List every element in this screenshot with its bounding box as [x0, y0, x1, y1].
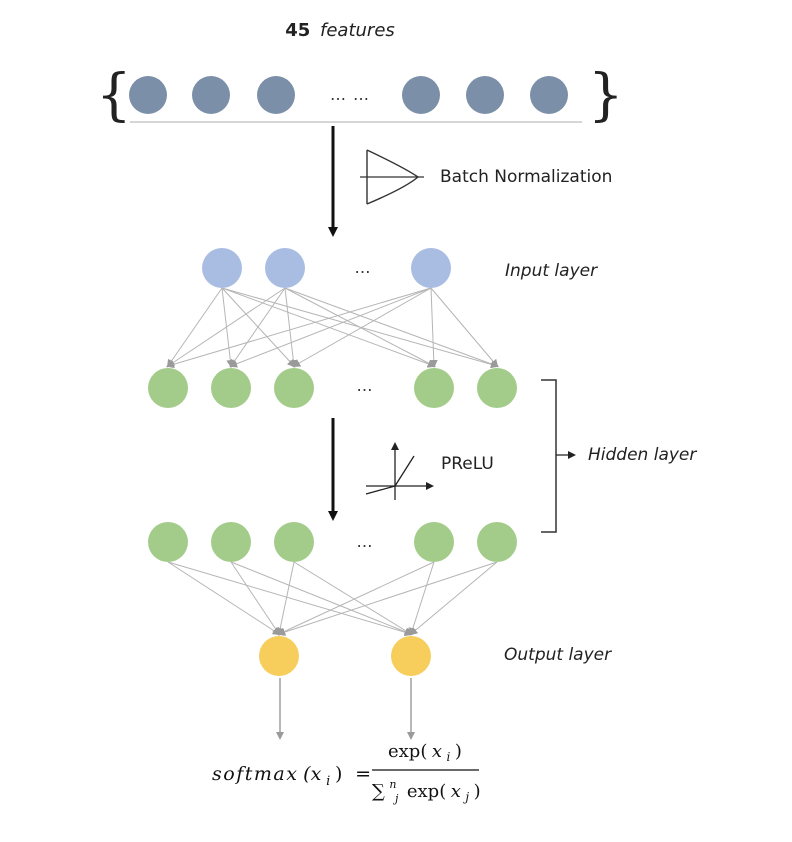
formula-num-func: exp(	[388, 741, 427, 762]
hidden-2-ellipsis: …	[357, 532, 374, 551]
hidden-node	[148, 368, 188, 408]
edge-line	[221, 287, 436, 368]
feature-node	[192, 76, 230, 114]
softmax-formula: softmax (x i ) = exp( x i ) ∑ n j exp( x…	[212, 741, 481, 806]
prelu-icon	[365, 442, 434, 500]
formula-lhs-close: )	[335, 763, 342, 785]
svg-text:exp( x i ): exp( x i )	[388, 741, 462, 765]
hidden-layer-bracket	[541, 379, 557, 533]
hidden-node	[274, 522, 314, 562]
hidden-node	[211, 522, 251, 562]
feature-nodes	[129, 76, 568, 114]
edge-line	[229, 287, 286, 368]
edges-hidden-to-output	[167, 561, 498, 637]
input-layer-nodes	[202, 248, 451, 288]
feature-ellipsis: … …	[330, 85, 370, 104]
hidden-layer-1-nodes	[148, 368, 517, 408]
hidden-node	[414, 368, 454, 408]
edge-line	[429, 287, 438, 368]
features-count: 45	[285, 20, 310, 41]
batch-norm-label: Batch Normalization	[440, 167, 612, 187]
hidden-node	[477, 522, 517, 562]
edge-line	[409, 561, 498, 636]
formula-lhs-func: softmax	[212, 763, 298, 785]
edge-line	[430, 287, 499, 368]
hidden-node	[414, 522, 454, 562]
edge-line	[166, 287, 432, 369]
edge-line	[277, 561, 498, 636]
output-layer-label: Output layer	[504, 645, 612, 665]
formula-den-close: )	[474, 781, 481, 802]
formula-den-sup: n	[389, 778, 396, 791]
formula-den-var: x	[451, 781, 461, 802]
hidden-node	[148, 522, 188, 562]
edge-line	[230, 561, 413, 636]
formula-den-sum: ∑	[372, 781, 385, 802]
formula-den-sub: j	[392, 792, 399, 805]
feature-node	[402, 76, 440, 114]
edge-line	[284, 287, 298, 368]
edge-line	[284, 287, 499, 368]
formula-lhs-arg: (x	[303, 763, 321, 785]
svg-text:∑ n j exp(: ∑ n j exp( x j )	[372, 772, 481, 806]
edge-line	[230, 561, 281, 636]
edge-line	[166, 287, 286, 368]
feature-node	[530, 76, 568, 114]
edge-line	[167, 561, 413, 637]
input-layer-label: Input layer	[505, 261, 598, 281]
hidden-node	[477, 368, 517, 408]
features-title: 45 features	[285, 20, 395, 41]
feature-node	[129, 76, 167, 114]
feature-node	[466, 76, 504, 114]
hidden-node	[211, 368, 251, 408]
formula-num-close: )	[455, 741, 462, 762]
edge-line	[409, 561, 435, 636]
edge-line	[277, 561, 435, 636]
formula-den-var-sub: j	[462, 790, 469, 804]
input-layer-ellipsis: …	[355, 258, 372, 277]
feature-node	[257, 76, 295, 114]
prelu-label: PReLU	[441, 454, 494, 474]
output-layer-nodes	[259, 636, 431, 676]
hidden-node	[274, 368, 314, 408]
edge-line	[293, 561, 413, 636]
formula-equals: =	[355, 763, 371, 785]
edge-line	[276, 561, 295, 636]
hidden-1-ellipsis: …	[357, 376, 374, 395]
formula-num-var: x	[432, 741, 442, 762]
input-node	[202, 248, 242, 288]
features-word: features	[320, 20, 395, 41]
edge-line	[167, 561, 281, 636]
formula-lhs-sub: i	[326, 774, 330, 789]
edge-line	[166, 287, 223, 368]
edge-line	[284, 287, 436, 367]
hidden-layer-2-nodes	[148, 522, 517, 562]
formula-den-func: exp(	[407, 781, 446, 802]
input-node	[265, 248, 305, 288]
output-node	[259, 636, 299, 676]
formula-num-sub: i	[447, 750, 451, 764]
output-node	[391, 636, 431, 676]
hidden-layer-label: Hidden layer	[588, 445, 697, 465]
edge-line	[229, 287, 432, 368]
edge-line	[292, 287, 432, 367]
batch-norm-icon	[360, 149, 424, 205]
edges-input-to-hidden	[166, 287, 499, 369]
left-brace: {	[96, 63, 132, 128]
svg-text:softmax (x i: softmax (x i ) =	[212, 763, 371, 790]
right-brace: }	[588, 63, 624, 128]
input-node	[411, 248, 451, 288]
